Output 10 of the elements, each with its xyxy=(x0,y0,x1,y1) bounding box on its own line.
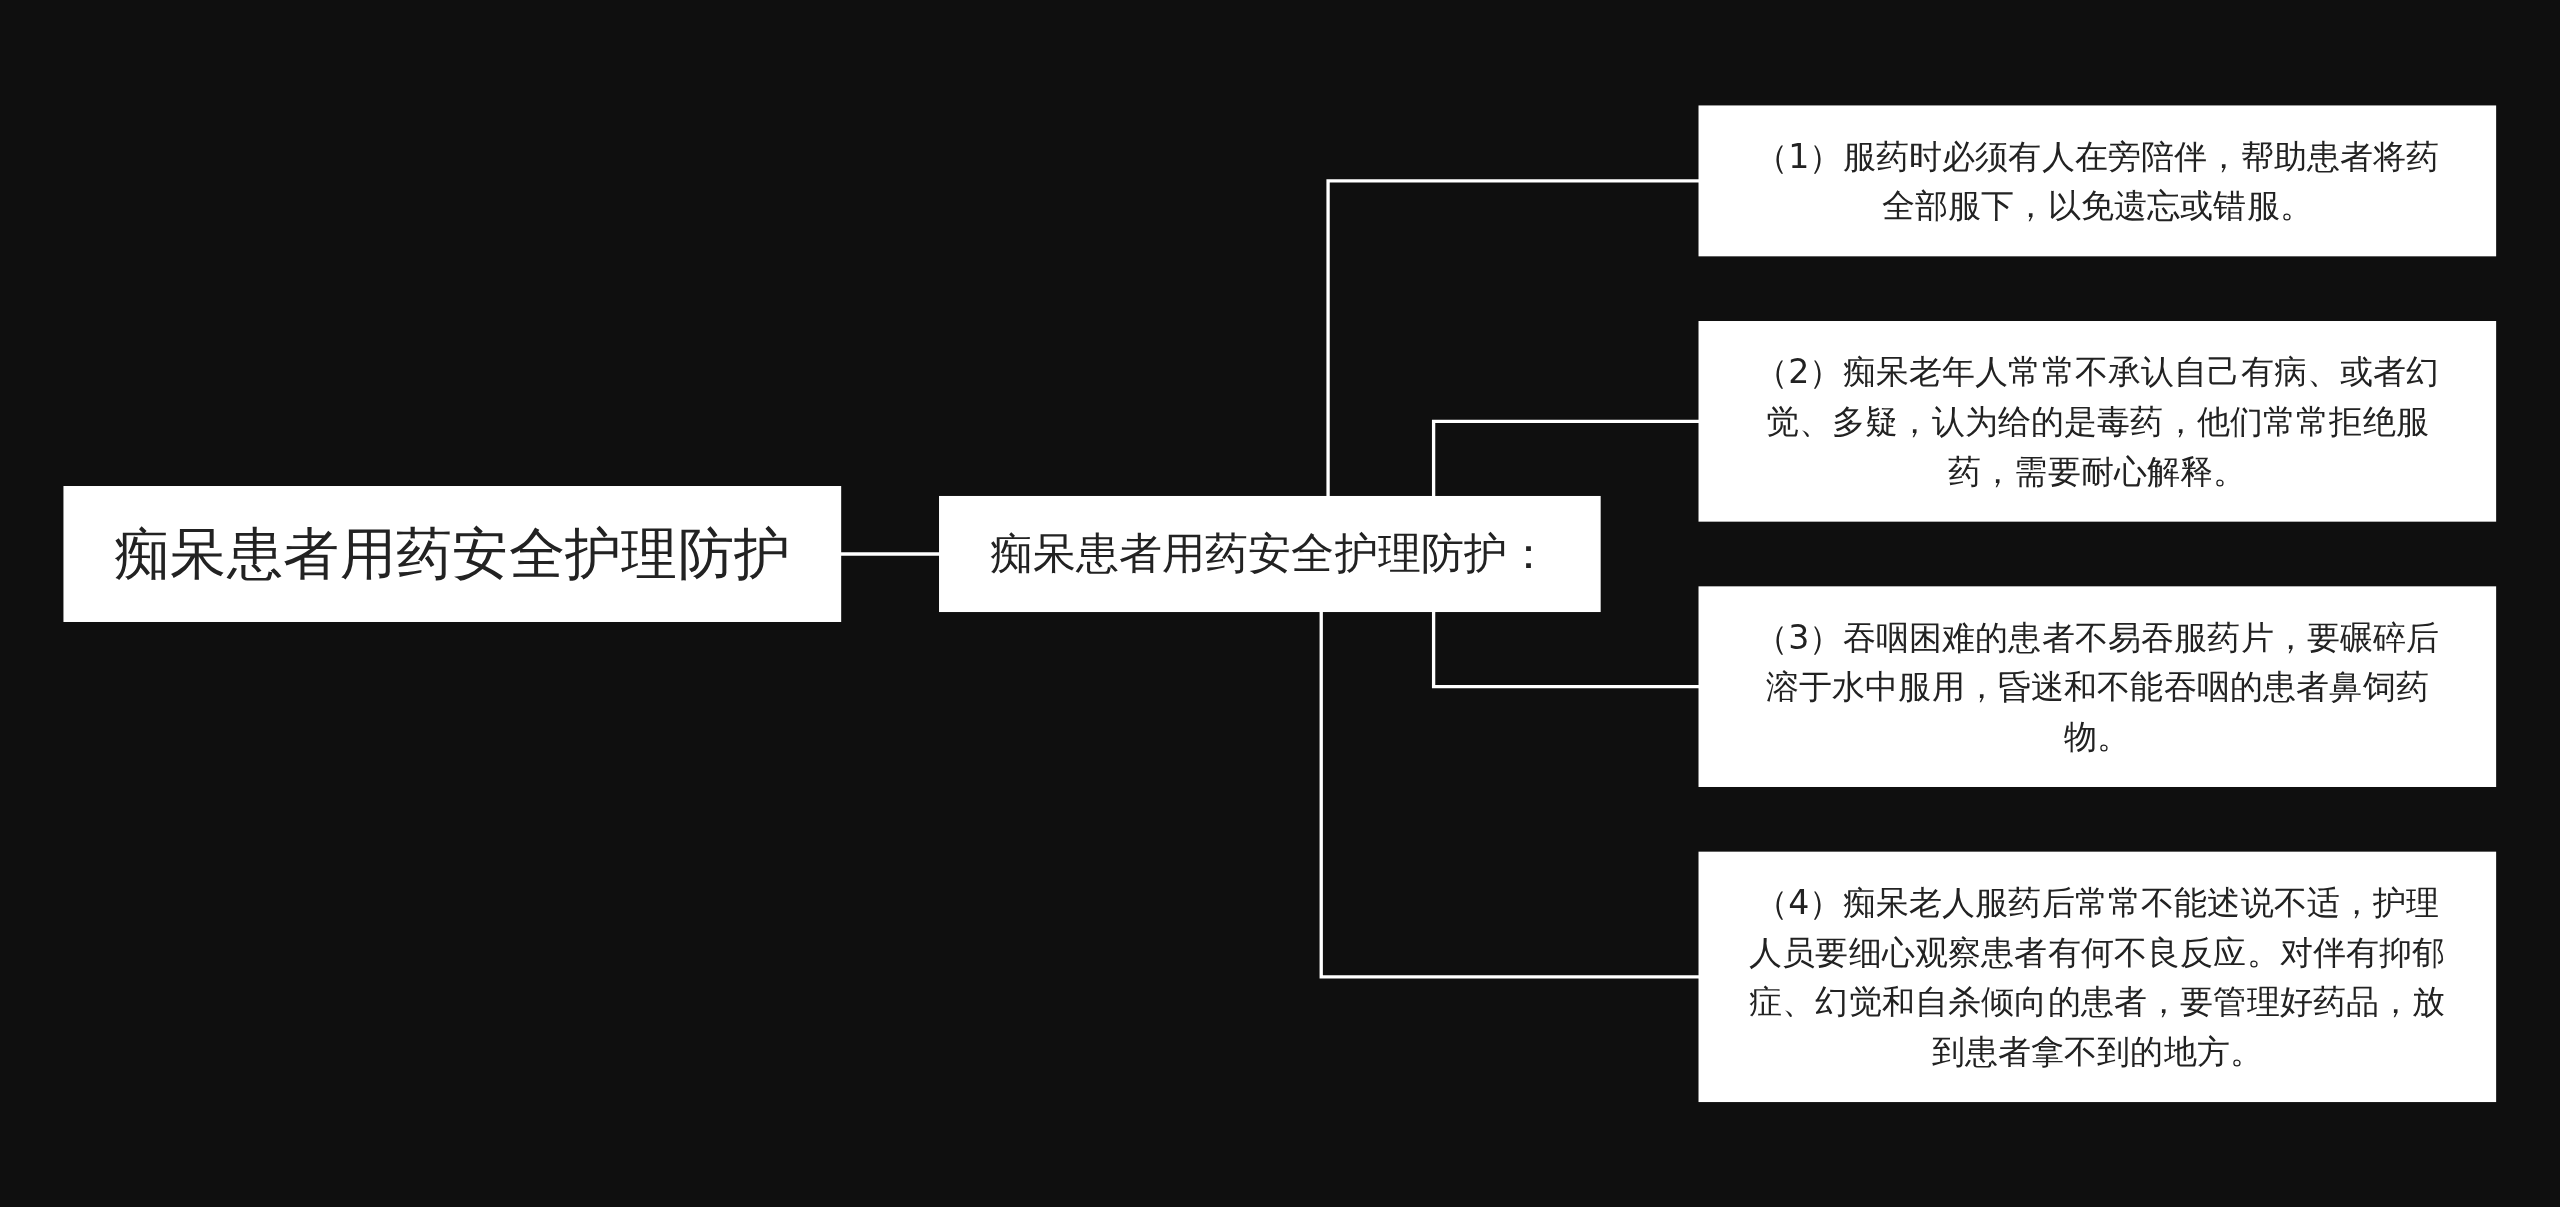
node-box: （3）吞咽困难的患者不易吞服药片，要碾碎后溶于水中服用，昏迷和不能吞咽的患者鼻饲药物。 xyxy=(1698,586,2497,787)
connector xyxy=(1432,610,1700,689)
connector xyxy=(1326,179,1700,497)
node-box: （4）痴呆老人服药后常常不能述说不适，护理人员要细心观察患者有何不良反应。对伴有抑郁症、幻觉和自杀倾向的患者，要管理好药品，放到患者拿不到的地方。 xyxy=(1698,851,2497,1102)
node-box: 痴呆患者用药安全护理防护： xyxy=(939,495,1601,612)
node-box: 痴呆患者用药安全护理防护 xyxy=(63,485,842,622)
connector xyxy=(1319,610,1700,979)
node-box: （1）服药时必须有人在旁陪伴，帮助患者将药全部服下，以免遗忘或错服。 xyxy=(1698,105,2497,257)
node-box: （2）痴呆老年人常常不承认自己有病、或者幻觉、多疑，认为给的是毒药，他们常常拒绝服药，需要耐心解释。 xyxy=(1698,320,2497,522)
connector xyxy=(1432,419,1700,497)
